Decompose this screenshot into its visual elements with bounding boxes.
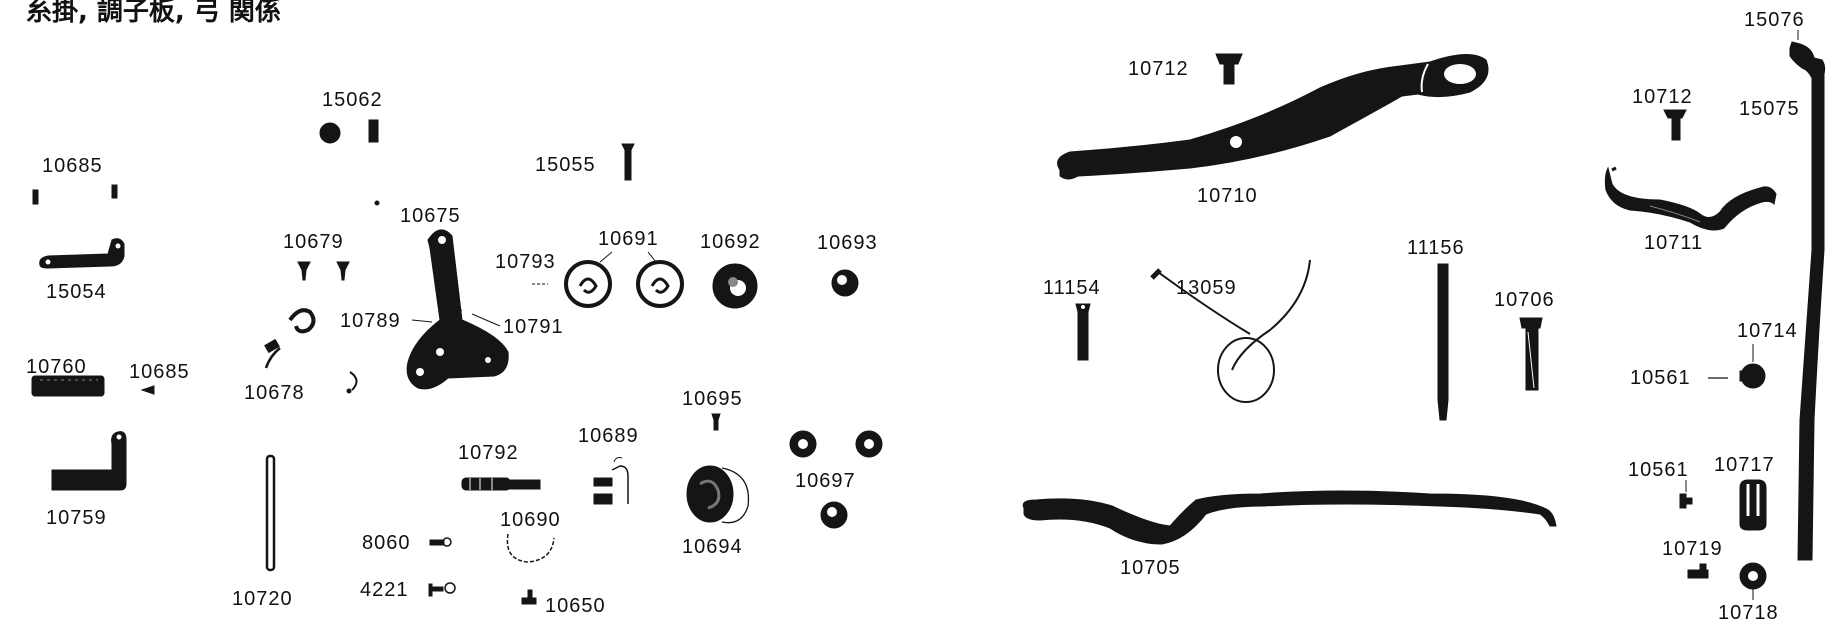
label-10710: 10710 [1197,185,1258,207]
part-10685-pins [32,184,118,205]
diagram-title: 糸掛, 調子板, 弓 関係 [26,0,281,27]
label-10792: 10792 [458,442,519,464]
part-15055-screw [621,143,635,181]
label-10706: 10706 [1494,289,1555,311]
label-10650: 10650 [545,595,606,617]
part-10717-sleeve [1739,479,1767,531]
part-15075-bar [1789,41,1826,561]
label-10695: 10695 [682,388,743,410]
part-11154-pin [1075,303,1091,361]
label-10791: 10791 [503,316,564,338]
part-10711-arm [1604,166,1777,231]
part-10689-bracket [593,457,629,505]
label-10718: 10718 [1718,602,1779,624]
label-10689: 10689 [578,425,639,447]
part-10712-screw-right [1663,109,1687,141]
label-10711: 10711 [1644,232,1703,254]
label-10693: 10693 [817,232,878,254]
label-10712-top: 10712 [1128,58,1189,80]
label-15075: 15075 [1739,98,1800,120]
part-15054-lever [39,238,125,269]
part-10792-shaft [461,477,541,491]
label-4221: 4221 [360,579,409,601]
part-dot-marker [374,200,380,206]
label-13059: 13059 [1176,277,1237,299]
part-10685-pin [140,385,155,395]
label-15062: 15062 [322,89,383,111]
part-10705-lever [1022,490,1557,545]
label-10697: 10697 [795,470,856,492]
part-10692-disc [712,263,758,309]
part-10697-nuts [789,430,883,529]
label-10760: 10760 [26,356,87,378]
label-10720: 10720 [232,588,293,610]
part-10695-screw [711,413,721,431]
part-10693-nut [831,269,859,297]
part-10678-spring [264,308,358,394]
label-10719: 10719 [1662,538,1723,560]
label-10678: 10678 [244,382,305,404]
part-10691-washers [564,251,684,308]
part-10650-screw [521,589,537,605]
part-4221-pin [428,582,456,597]
label-10691: 10691 [598,228,659,250]
label-10561-lower: 10561 [1628,459,1689,481]
part-13059-spring [1150,259,1311,403]
label-8060: 8060 [362,532,411,554]
part-10712-screw [1215,53,1243,85]
label-10694: 10694 [682,536,743,558]
part-10561-screw [1679,493,1693,509]
part-10706-screw [1519,317,1543,391]
label-11154: 11154 [1043,277,1101,299]
label-10705: 10705 [1120,557,1181,579]
label-10675: 10675 [400,205,461,227]
part-10760-tube [31,375,105,397]
leader-10789 [411,319,433,323]
label-15054: 15054 [46,281,107,303]
part-10718-washer [1739,562,1767,600]
part-8060-pin [429,537,452,547]
label-10690: 10690 [500,509,561,531]
label-11156: 11156 [1407,237,1465,259]
label-10714: 10714 [1737,320,1798,342]
label-10789: 10789 [340,310,401,332]
part-10675-tension-plate [406,229,509,390]
label-10561-upper: 10561 [1630,367,1691,389]
part-10720-pin [265,454,276,572]
part-10714-knob [1739,344,1766,389]
part-10679-screws [297,261,350,281]
part-10690-spring [506,533,555,563]
label-15076: 15076 [1744,9,1805,31]
part-10719-pin [1687,563,1709,579]
label-10679: 10679 [283,231,344,253]
leader-10791 [471,313,501,327]
label-15055: 15055 [535,154,596,176]
label-10685-top: 10685 [42,155,103,177]
label-10712-right: 10712 [1632,86,1693,108]
label-10793: 10793 [495,251,556,273]
part-11156-rod [1437,263,1449,421]
label-10759: 10759 [46,507,107,529]
label-10685-middle: 10685 [129,361,190,383]
part-10694-disc [686,465,750,524]
part-15062-ring-clip [319,119,379,144]
part-10710-arm [1057,54,1489,180]
label-10717: 10717 [1714,454,1775,476]
label-10692: 10692 [700,231,761,253]
part-10759-bracket [51,431,127,491]
